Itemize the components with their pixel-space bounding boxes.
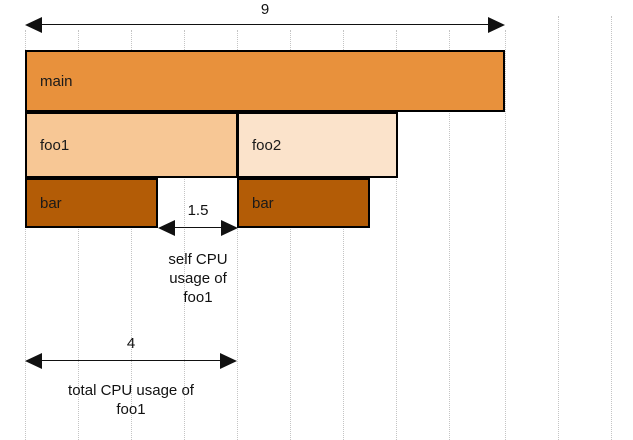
gridline-6 <box>343 30 344 440</box>
arrow-right-total-cpu-foo1 <box>220 353 237 369</box>
gridline-8 <box>449 30 450 440</box>
gridline-0 <box>25 30 26 440</box>
measure-value-total-main: 9 <box>260 1 270 18</box>
caption-total-cpu-foo1-line1: total CPU usage of <box>68 382 194 399</box>
measure-line-total-main <box>33 24 497 25</box>
frame-label-main: main <box>40 72 73 90</box>
gridline-2 <box>131 30 132 440</box>
arrow-left-total-cpu-foo1 <box>25 353 42 369</box>
gridline-5 <box>290 30 291 440</box>
arrow-left-total-main <box>25 17 42 33</box>
measure-value-self-cpu-foo1: 1.5 <box>187 202 209 219</box>
caption-self-cpu-foo1: self CPU usage of foo1 <box>138 250 258 308</box>
caption-self-cpu-foo1-line2: usage of <box>169 270 227 288</box>
caption-self-cpu-foo1-line1: self CPU <box>168 251 228 268</box>
measure-value-total-cpu-foo1: 4 <box>126 335 136 352</box>
frame-label-bar-under-foo2: bar <box>252 194 274 212</box>
frame-label-foo1: foo1 <box>40 136 70 154</box>
frame-foo2[interactable]: foo2 <box>237 112 398 178</box>
frame-foo1[interactable]: foo1 <box>25 112 238 178</box>
frame-label-foo2: foo2 <box>252 136 282 154</box>
gridline-11 <box>611 16 612 440</box>
gridline-3 <box>184 30 185 440</box>
gridline-10 <box>558 16 559 440</box>
measure-line-total-cpu-foo1 <box>33 360 229 361</box>
frame-main[interactable]: main <box>25 50 505 112</box>
caption-total-cpu-foo1: total CPU usage of foo1 <box>41 381 221 419</box>
frame-label-bar-under-foo1: bar <box>40 194 62 212</box>
gridline-7 <box>396 30 397 440</box>
arrow-right-self-cpu-foo1 <box>221 220 238 236</box>
gridline-9 <box>505 30 506 440</box>
frame-bar-under-foo2[interactable]: bar <box>237 178 370 228</box>
arrow-right-total-main <box>488 17 505 33</box>
arrow-left-self-cpu-foo1 <box>158 220 175 236</box>
caption-total-cpu-foo1-line2: foo1 <box>116 401 146 419</box>
caption-self-cpu-foo1-line3: foo1 <box>183 289 213 307</box>
gridline-1 <box>78 30 79 440</box>
frame-bar-under-foo1[interactable]: bar <box>25 178 158 228</box>
measure-line-self-cpu-foo1 <box>166 227 230 228</box>
